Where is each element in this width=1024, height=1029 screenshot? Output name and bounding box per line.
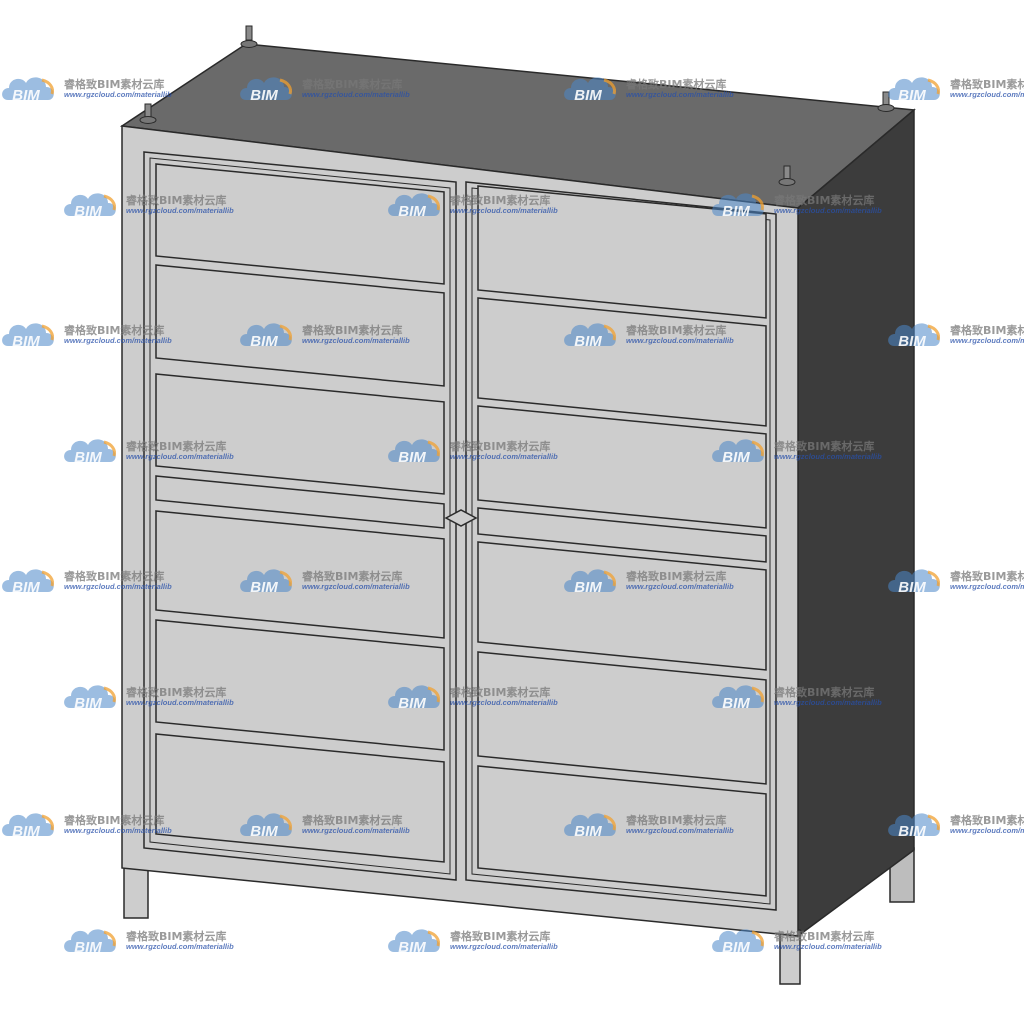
top-bolt-back-right [877,91,895,112]
top-bolt-front-left [139,103,157,124]
left-door-panel-6 [155,619,445,751]
left-door-panel-5 [155,510,445,639]
left-door[interactable] [143,151,457,881]
left-door-panel-4 [155,475,445,529]
top-bolt-back-left [240,25,258,48]
right-door-panel-2 [477,297,767,427]
top-bolt-front-right [778,165,796,186]
right-door-panel-4 [477,507,767,563]
left-door-panel-3 [155,373,445,495]
right-door-panel-7 [477,765,767,897]
left-door-panel-7 [155,733,445,863]
right-door-panel-1 [477,185,767,319]
left-door-inner [149,157,451,875]
left-door-panels [155,163,445,863]
left-door-panel-2 [155,264,445,387]
right-door-panels [477,185,767,897]
right-door[interactable] [465,181,777,911]
right-door-panel-3 [477,405,767,529]
cabinet-side [797,108,915,938]
right-door-panel-5 [477,541,767,671]
right-door-panel-6 [477,651,767,785]
left-door-panel-1 [155,163,445,285]
door-handle[interactable] [444,509,478,527]
